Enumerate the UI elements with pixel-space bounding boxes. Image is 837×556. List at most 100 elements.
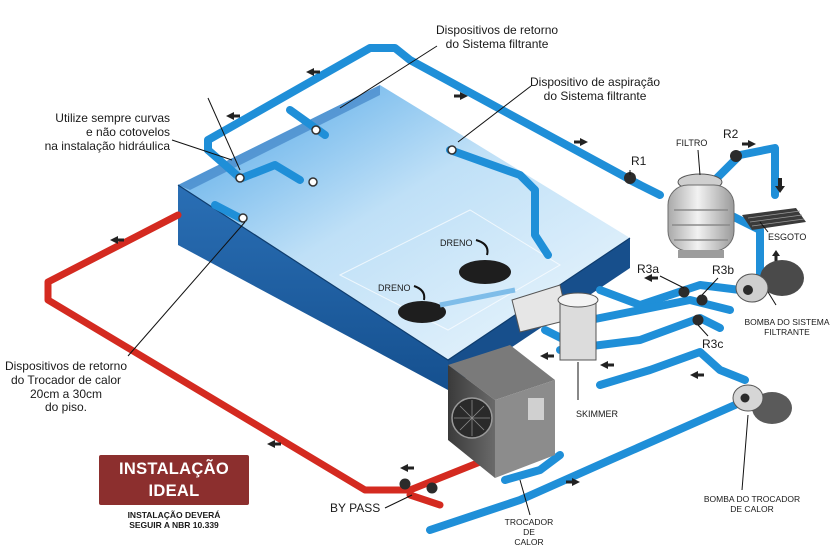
valve-r3a <box>678 286 690 298</box>
flow-arrow <box>110 236 124 244</box>
label-dreno-left: DRENO <box>378 283 411 293</box>
return-nozzle-2 <box>311 125 321 135</box>
return-nozzle-4 <box>308 177 318 187</box>
flow-arrow <box>600 361 614 369</box>
leader-aspiracao <box>457 85 532 143</box>
label-r3b: R3b <box>712 263 735 277</box>
heat-pump-fan-grille <box>454 400 490 436</box>
flow-arrow <box>690 371 704 379</box>
badge-note-line: INSTALAÇÃO DEVERÁ <box>127 510 221 520</box>
leader-bypass <box>384 494 413 509</box>
label-esgoto: ESGOTO <box>768 232 807 242</box>
skimmer-lid <box>557 292 599 308</box>
drain-connector <box>439 287 516 308</box>
leader-retorno-trocador <box>127 221 246 357</box>
label-line: CALOR <box>514 536 544 547</box>
pipe-r3a <box>596 281 744 309</box>
drain-arrow-2 <box>413 285 426 301</box>
label-dreno-right: DRENO <box>440 238 473 248</box>
flow-arrow <box>400 464 414 472</box>
pipe-aspiration <box>446 146 552 259</box>
aspiration-nozzle <box>447 145 457 155</box>
flow-arrow <box>306 68 320 76</box>
flow-arrow <box>226 112 240 120</box>
pipe-heater-pump-out <box>426 401 739 534</box>
label-skimmer: SKIMMER <box>576 409 619 419</box>
label-line: do Sistema filtrante <box>445 36 549 51</box>
label-trocador: TROCADOR DE CALOR <box>496 517 562 547</box>
label-filtro: FILTRO <box>676 138 708 148</box>
drain-right <box>459 260 511 284</box>
valve-bypass-2 <box>426 482 438 494</box>
label-retorno-trocador: Dispositivos de retorno do Trocador de c… <box>2 359 130 415</box>
heat-pump <box>448 345 555 478</box>
leader-retorno-filtrante <box>339 45 438 109</box>
return-nozzle-1 <box>235 173 245 183</box>
flow-arrow-up <box>772 250 780 262</box>
leader-trocador <box>519 479 531 516</box>
label-line: DE <box>523 526 535 537</box>
flow-arrows <box>110 68 785 486</box>
leader-r3b <box>701 277 719 296</box>
flow-arrow-down <box>775 178 785 193</box>
label-line: do piso. <box>44 400 88 415</box>
label-line: BOMBA DO SISTEMA <box>744 317 830 327</box>
sewer-grate <box>742 208 806 230</box>
pool-edge <box>177 184 631 361</box>
badge-note-line: SEGUIR A NBR 10.339 <box>129 519 219 530</box>
pipe-heater-suction <box>596 348 749 389</box>
drains <box>398 239 516 323</box>
label-line: 20cm a 30cm <box>29 386 103 401</box>
label-line: e não cotovelos <box>85 124 170 139</box>
heat-pump-top <box>448 345 555 400</box>
label-line: do Trocador de calor <box>10 372 122 387</box>
leader-filtro <box>697 149 701 176</box>
valve-r3c <box>692 314 704 326</box>
leader-curvas-2 <box>207 97 241 171</box>
pipe-return-lower <box>211 201 244 222</box>
leader-bomba-trocador <box>741 414 749 491</box>
pipe-filter-r2 <box>711 144 779 199</box>
badge-note: INSTALAÇÃO DEVERÁ SEGUIR A NBR 10.339 <box>99 510 249 531</box>
leader-r3a <box>659 275 685 289</box>
leader-curvas-1 <box>171 139 233 161</box>
filtration-pipes <box>204 44 779 534</box>
sewer-grate-bars <box>747 210 805 227</box>
label-bomba-filtrante: BOMBA DO SISTEMA FILTRANTE <box>738 317 836 338</box>
heat-pump-panel <box>528 398 544 420</box>
label-line: BOMBA DO TROCADOR <box>703 494 801 504</box>
pipe-filter-r1 <box>626 176 664 199</box>
filter-pump <box>735 260 804 303</box>
pool-wall-left <box>178 185 448 390</box>
label-bypass: BY PASS <box>330 501 381 515</box>
flow-arrow <box>540 352 554 360</box>
return-nozzle-3 <box>238 213 248 223</box>
flow-arrow <box>267 440 281 448</box>
pipe-heater-return <box>44 211 414 494</box>
filter-pump-motor <box>760 260 804 296</box>
pipe-return-under <box>238 161 304 184</box>
valve-r2 <box>730 150 742 162</box>
label-line: FILTRANTE <box>764 326 810 337</box>
label-r3a: R3a <box>637 262 660 276</box>
leader-esgoto <box>759 221 769 233</box>
label-bomba-trocador: BOMBA DO TROCADOR DE CALOR <box>696 494 808 515</box>
label-r3c: R3c <box>702 337 724 351</box>
installation-badge: INSTALAÇÃO IDEAL <box>99 455 249 505</box>
valve-bypass-1 <box>399 478 411 490</box>
label-line: Utilize sempre curvas <box>55 111 170 125</box>
label-line: Dispositivo de aspiração <box>530 75 661 89</box>
pipe-bypass-red-2 <box>406 491 444 509</box>
valves <box>235 125 742 494</box>
valve-r3b <box>696 294 708 306</box>
drain-arrow-1 <box>475 239 489 256</box>
label-r2: R2 <box>723 127 739 141</box>
filter-pump-port <box>743 285 753 295</box>
pipe-heater-in <box>501 451 564 484</box>
heater-pump <box>732 384 792 424</box>
flow-arrow <box>574 138 588 146</box>
heater-pump-port <box>740 393 750 403</box>
label-retorno-filtrante: Dispositivos de retorno do Sistema filtr… <box>436 23 558 52</box>
